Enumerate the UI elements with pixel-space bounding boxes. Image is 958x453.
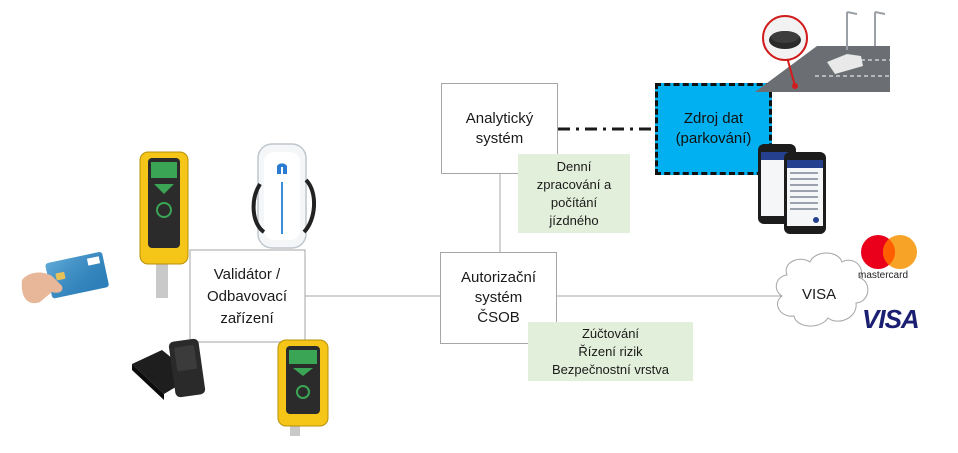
authorization-line-2: systém — [474, 289, 523, 306]
daily-line-4: jízdného — [549, 212, 599, 228]
charging-station-icon — [251, 143, 316, 249]
smartphones-icon — [758, 144, 826, 234]
mastercard-logo-icon — [861, 235, 917, 269]
clearing-line-1: Zúčtování — [581, 325, 640, 341]
card-terminal-icon — [132, 338, 206, 400]
validator-line-1: Validátor / — [213, 266, 281, 283]
validator-device-icon — [139, 151, 189, 298]
authorization-line-1: Autorizační — [460, 269, 537, 286]
analytic-line-2: systém — [475, 129, 524, 147]
clearing-line-3: Bezpečnostní vrstva — [551, 361, 670, 377]
validator-line-3: zařízení — [220, 310, 274, 327]
clearing-note: Zúčtování Řízení rizik Bezpečnostní vrst… — [528, 322, 693, 381]
visa-logo: VISA — [862, 304, 920, 334]
daily-line-2: zpracování a — [536, 176, 612, 192]
daily-processing-note: Denní zpracování a počítání jízdného — [518, 154, 630, 233]
payment-card-hand-icon — [21, 252, 109, 304]
validator-label: Validátor / Odbavovací zařízení — [192, 264, 302, 330]
authorization-line-3: ČSOB — [477, 309, 520, 326]
visa-cloud-label: VISA — [802, 286, 837, 303]
daily-line-1: Denní — [556, 158, 592, 174]
data-source-box[interactable]: Zdroj dat (parkování) — [655, 83, 772, 175]
clearing-line-2: Řízení rizik — [578, 343, 643, 359]
mastercard-wordmark: mastercard — [858, 270, 909, 281]
data-source-line-2: (parkování) — [675, 130, 752, 147]
visa-cloud-shape — [775, 252, 869, 327]
validator-line-2: Odbavovací — [206, 288, 288, 305]
data-source-line-1: Zdroj dat — [683, 110, 744, 127]
validator-device-icon — [277, 339, 329, 436]
parking-sensor-icon — [755, 11, 890, 92]
analytic-line-1: Analytický — [465, 109, 534, 127]
daily-line-3: počítání — [550, 194, 598, 210]
